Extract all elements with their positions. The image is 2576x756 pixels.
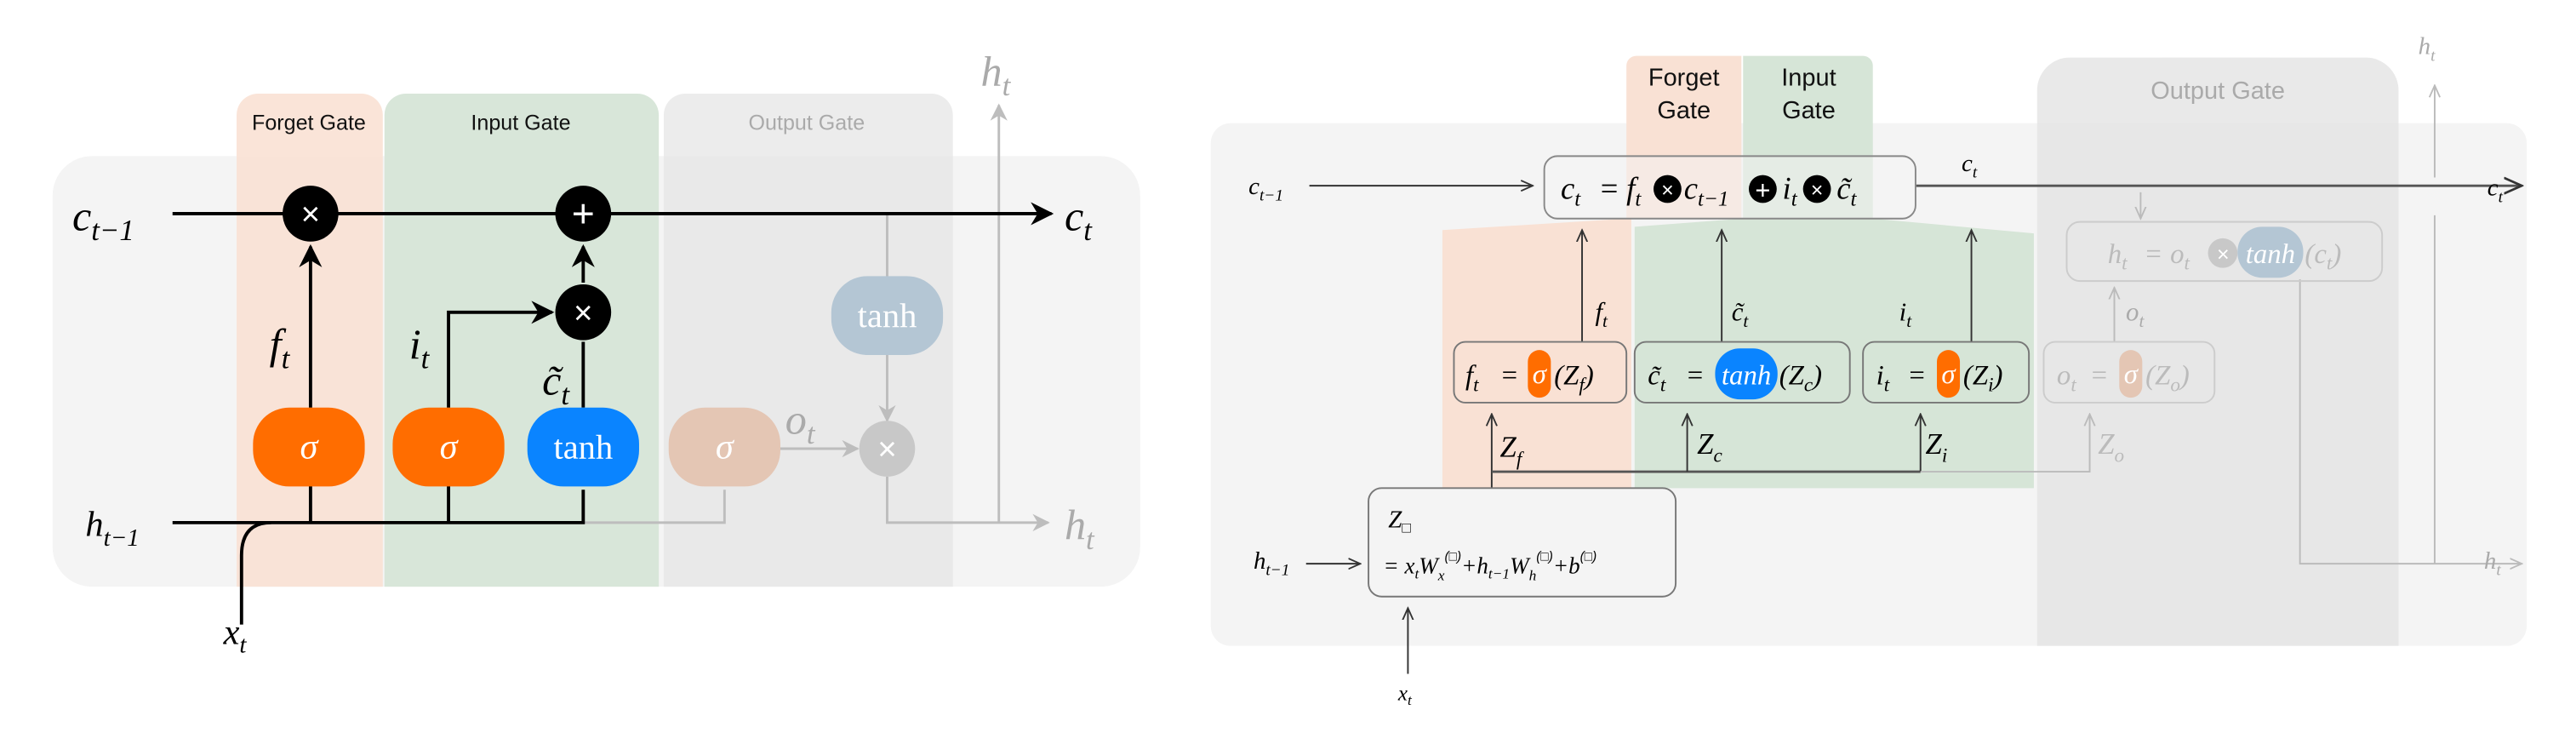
svg-text:Z□: Z□	[1388, 507, 1411, 536]
c-prev-label: ct−1	[72, 192, 134, 247]
forget-gate-equation: ft = σ (Zf)	[1453, 341, 1628, 404]
h-up-label: ht	[2419, 33, 2436, 66]
sigmoid-node	[2119, 350, 2143, 398]
tanh-node	[1715, 348, 1778, 400]
x-input-label: xt	[1397, 682, 1413, 708]
zo-label: Zo	[2098, 427, 2124, 467]
svg-text:×: ×	[877, 432, 897, 468]
svg-text:=: =	[2090, 361, 2109, 392]
svg-text:tanh: tanh	[1722, 361, 1771, 392]
h-prev-label: ht−1	[85, 504, 139, 552]
output-sigmoid-node: σ	[668, 407, 780, 487]
svg-text:×: ×	[1661, 179, 1674, 203]
preactivation-equation: Z□ = xtWx(□)+ht−1Wh(□)+b(□)	[1368, 487, 1677, 598]
svg-text:ht: ht	[2108, 239, 2128, 275]
output-gate-label: Output Gate	[749, 112, 865, 135]
svg-text:×: ×	[301, 196, 321, 232]
svg-text:σ: σ	[1533, 359, 1548, 390]
svg-text:tanh: tanh	[2246, 239, 2295, 270]
svg-text:σ: σ	[716, 427, 735, 467]
svg-text:(Zo): (Zo)	[2145, 361, 2190, 397]
svg-text:σ: σ	[440, 427, 460, 467]
h-prev-label: ht−1	[1254, 547, 1290, 580]
input-gate-equation: it = σ (Zi)	[1862, 341, 2031, 404]
input-gate-region	[1634, 218, 2034, 489]
svg-text:=: =	[2144, 239, 2162, 270]
svg-text:×: ×	[2217, 243, 2230, 266]
svg-text:it: it	[1783, 171, 1798, 211]
c-tilde-label: c̃t	[542, 356, 570, 411]
svg-text:c̃t: c̃t	[1836, 171, 1857, 211]
forget-sigmoid-node: σ	[253, 407, 365, 487]
h-out-label: ht	[1065, 501, 1095, 556]
forget-gate-label: Forget Gate	[252, 112, 366, 135]
svg-text:ct: ct	[1561, 171, 1581, 211]
svg-text:ot: ot	[2057, 361, 2076, 397]
zf-label: Zf	[1500, 431, 1525, 471]
candidate-tanh-node: tanh	[527, 407, 639, 487]
add-op: +	[1748, 175, 1777, 205]
svg-text:=: =	[1500, 361, 1519, 392]
i-label: it	[409, 320, 431, 375]
input-sigmoid-node: σ	[392, 407, 505, 487]
svg-text:ot: ot	[2170, 239, 2190, 275]
svg-text:σ: σ	[2124, 359, 2139, 390]
svg-text:×: ×	[1811, 179, 1824, 203]
cell-state-equation: ct = ft ct−1 it c̃t × + ×	[1543, 155, 1916, 220]
x-input-label: xt	[223, 613, 248, 659]
svg-text:tanh: tanh	[553, 428, 613, 467]
cell-add-op: +	[555, 186, 612, 242]
svg-text:(Zi): (Zi)	[1963, 361, 2003, 397]
svg-text:(Zf): (Zf)	[1554, 361, 1594, 397]
o-label: ot	[785, 396, 816, 451]
output-tanh-node: tanh	[831, 276, 944, 355]
input-gate-region	[384, 94, 660, 587]
c-out-label: ct	[1065, 192, 1093, 247]
svg-text:+: +	[572, 191, 595, 235]
output-gate-region	[2036, 57, 2399, 646]
svg-text:= xtWx(□)+ht−1Wh(□)+b(□): = xtWx(□)+ht−1Wh(□)+b(□)	[1383, 549, 1596, 583]
svg-text:(ct): (ct)	[2305, 239, 2341, 275]
output-gate-equation: ot = σ (Zo)	[2042, 341, 2216, 404]
svg-text:(Zc): (Zc)	[1779, 361, 1822, 397]
svg-text:σ: σ	[1941, 359, 1956, 390]
c-out-label: ct	[2487, 175, 2504, 207]
h-up-label: ht	[981, 47, 1012, 102]
i-label: it	[1899, 296, 1913, 331]
svg-text:=: =	[1907, 361, 1926, 392]
multiply-op: ×	[1802, 175, 1831, 203]
o-label: ot	[2126, 296, 2145, 331]
svg-text:tanh: tanh	[858, 296, 917, 335]
multiply-op: ×	[1654, 175, 1682, 203]
forget-multiply-op: ×	[283, 186, 339, 242]
candidate-equation: c̃t = tanh (Zc)	[1633, 341, 1851, 404]
c-tilde-label: c̃t	[1732, 296, 1750, 331]
svg-text:ct−1: ct−1	[1684, 171, 1729, 211]
tanh-node	[2237, 226, 2304, 278]
c-mid-label: ct	[1962, 150, 1978, 182]
output-multiply-op: ×	[859, 421, 916, 477]
hidden-state-equation: ht = ot × tanh (ct)	[2065, 220, 2384, 283]
lstm-cell-diagram: Forget Gate Input Gate Output Gate ×	[52, 47, 1140, 659]
h-out-label: ht	[2484, 547, 2501, 580]
svg-text:+: +	[1755, 175, 1770, 205]
sigmoid-node	[1528, 350, 1551, 398]
c-prev-label: ct−1	[1248, 173, 1283, 205]
svg-text:=: =	[1686, 361, 1705, 392]
svg-text:it: it	[1876, 361, 1890, 397]
svg-text:×: ×	[574, 295, 593, 331]
zi-label: Zi	[1926, 427, 1948, 467]
svg-text:σ: σ	[300, 427, 319, 467]
input-multiply-op: ×	[555, 284, 612, 341]
input-gate-label: Input Gate	[471, 112, 570, 135]
svg-text:=: =	[1598, 171, 1619, 206]
output-gate-label: Output Gate	[2150, 77, 2285, 105]
multiply-op	[2208, 238, 2238, 268]
svg-text:c̃t: c̃t	[1648, 361, 1666, 397]
zc-label: Zc	[1697, 427, 1722, 467]
sigmoid-node	[1937, 350, 1961, 398]
